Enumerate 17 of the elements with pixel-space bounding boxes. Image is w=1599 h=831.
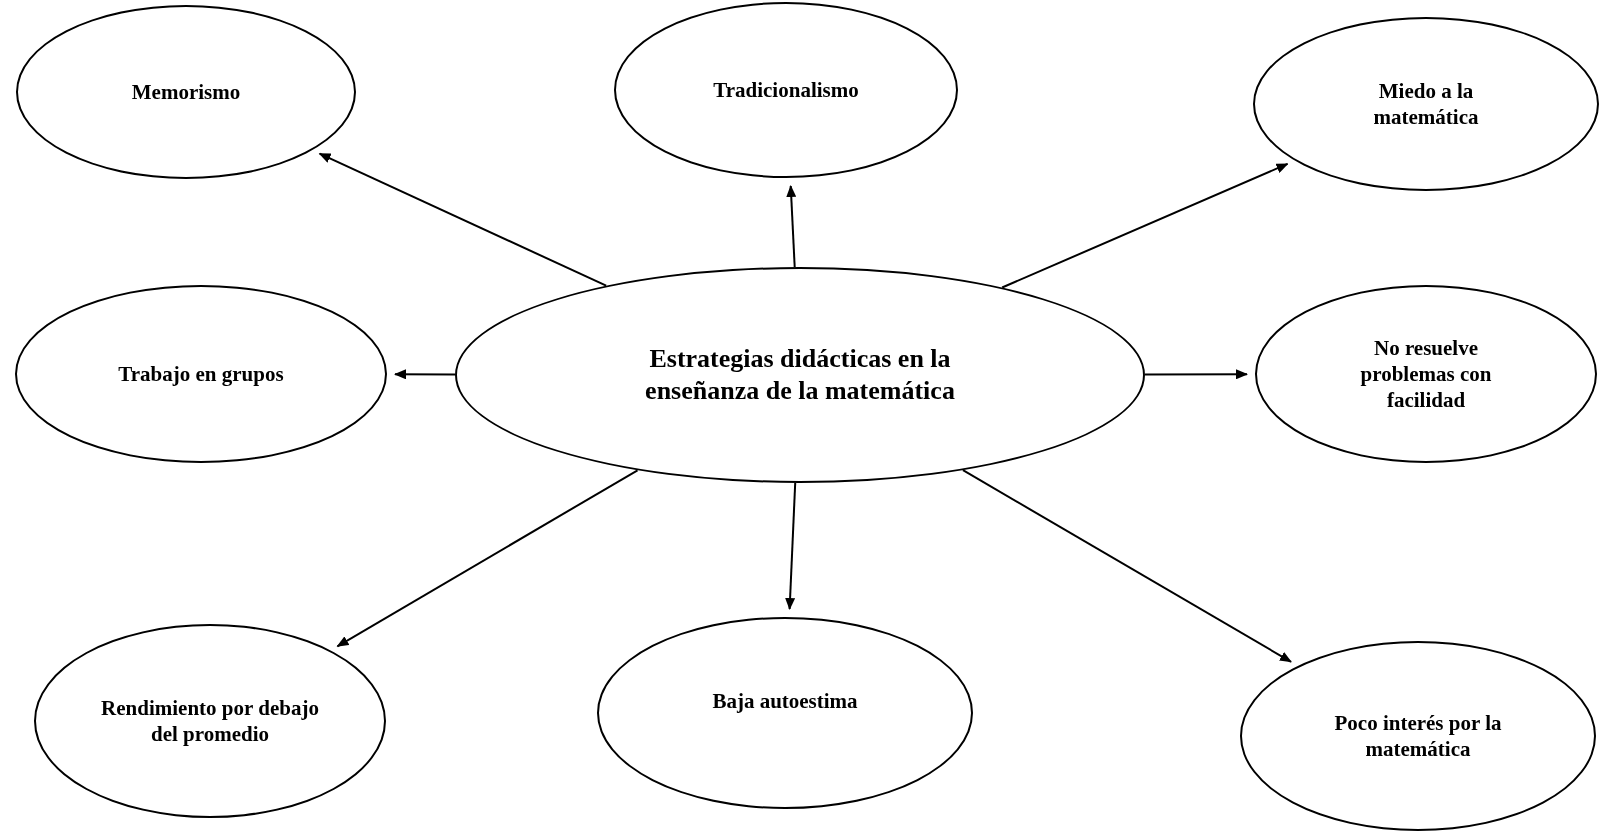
node-label: Tradicionalismo	[713, 76, 859, 104]
node-label: No resuelve problemas con facilidad	[1359, 334, 1493, 414]
arrow	[961, 469, 1293, 663]
node-label: Memorismo	[131, 78, 241, 106]
arrow	[1144, 369, 1248, 380]
arrow	[318, 152, 608, 287]
node-label: Baja autoestima	[712, 687, 858, 715]
arrow	[785, 482, 797, 611]
node-label: Trabajo en grupos	[118, 360, 284, 388]
arrow	[336, 469, 639, 648]
node-label: Miedo a la matemática	[1372, 77, 1480, 131]
arrow	[786, 184, 797, 268]
arrow	[1001, 162, 1289, 289]
arrow	[394, 369, 456, 380]
node-label: Estrategias didácticas en la enseñanza de la matemática	[644, 342, 956, 407]
node-label: Poco interés por la matemática	[1333, 709, 1503, 763]
node-label: Rendimiento por debajo del promedio	[100, 694, 320, 748]
